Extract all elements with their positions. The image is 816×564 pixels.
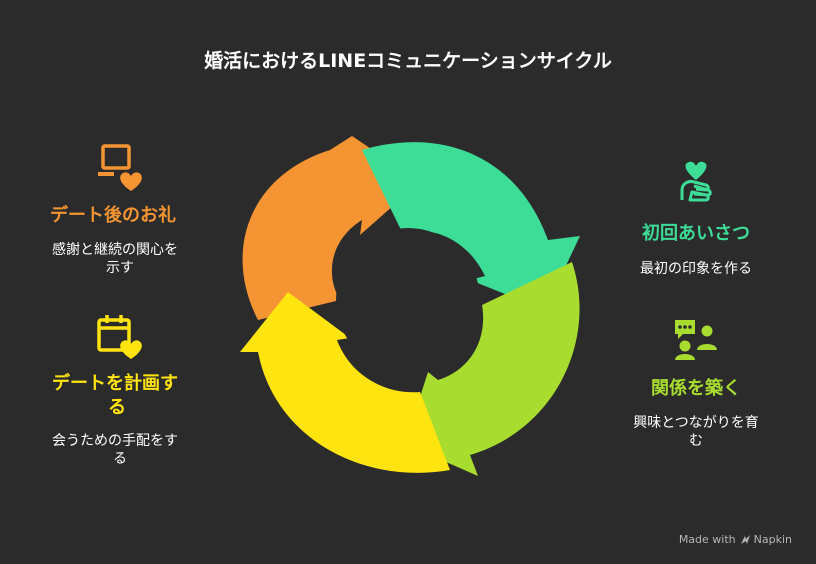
people-chat-icon [675, 320, 717, 360]
cycle-arrow-yellow [240, 292, 450, 473]
laptop-heart-icon [98, 144, 142, 191]
footer-made-with: Made with [678, 533, 736, 546]
step-plan-date-desc-1: 会うための手配をす [52, 433, 178, 449]
napkin-logo-icon [740, 535, 750, 544]
hand-heart-icon [680, 161, 712, 202]
made-with-napkin-footer: Made with Napkin [679, 533, 792, 546]
step-build-relationship-title: 関係を築く [651, 378, 741, 399]
cycle-arrow-orange [242, 136, 420, 320]
cycle-diagram [240, 136, 580, 476]
step-build-relationship-desc-2: む [689, 433, 703, 449]
cycle-arrow-lime [405, 262, 580, 476]
step-thanks-desc-1: 感謝と継続の関心を [52, 242, 178, 258]
footer-brand: Napkin [753, 533, 792, 546]
step-plan-date-title-2: る [108, 397, 126, 418]
step-build-relationship-desc-1: 興味とつながりを育 [633, 415, 759, 431]
calendar-heart-icon [97, 315, 142, 359]
cycle-center [336, 228, 480, 372]
step-thanks-title: デート後のお礼 [50, 205, 176, 226]
step-first-greeting-desc: 最初の印象を作る [640, 261, 752, 277]
diagram-title: 婚活におけるLINEコミュニケーションサイクル [204, 50, 612, 72]
step-plan-date-title-1: デートを計画す [52, 373, 178, 394]
napkin-brand: Napkin [740, 533, 792, 546]
step-first-greeting-title: 初回あいさつ [642, 223, 750, 244]
step-thanks-desc-2: 示す [106, 260, 134, 276]
cycle-arrow-green [362, 142, 580, 310]
step-plan-date-desc-2: る [113, 451, 127, 467]
